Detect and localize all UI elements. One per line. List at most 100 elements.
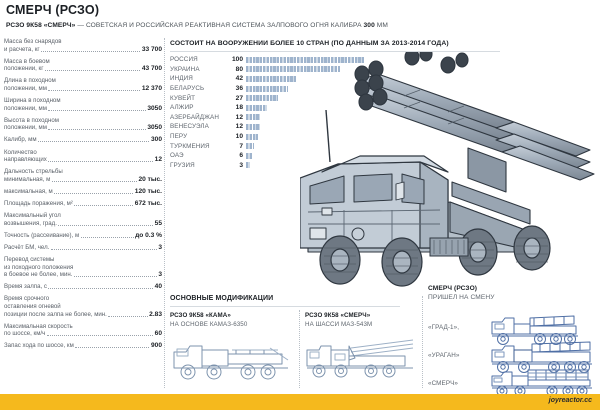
chart-country-label: ГРУЗИЯ <box>170 161 195 169</box>
divider-vertical-left <box>164 38 165 388</box>
chart-bar <box>246 104 268 111</box>
spec-row: Площадь поражения, м² 672 тыс. <box>4 200 162 208</box>
grad1-vehicle-lineart <box>490 312 586 351</box>
spec-value-row: Расчёт БМ, чел.3 <box>4 244 162 252</box>
spec-leader-dots <box>46 335 154 337</box>
spec-value: 672 тыс. <box>134 200 162 207</box>
spec-label-final: положении, мм <box>4 124 47 132</box>
spec-label-final: Калибр, мм <box>4 136 37 144</box>
chart-bar <box>246 152 254 159</box>
spec-label-line: Время срочного <box>4 295 50 303</box>
spec-label-final: направляющих <box>4 156 47 164</box>
chart-row: ПЕРУ 10 <box>170 132 370 142</box>
chart-bar <box>246 75 296 82</box>
subtitle-system-name: РСЗО 9К58 «СМЕРЧ» <box>6 22 76 29</box>
successor-item-uragan: «УРАГАН» <box>428 341 592 373</box>
spec-value: 2.83 <box>149 310 162 318</box>
modification-chassis: НА ОСНОВЕ КАМАЗ-6350 <box>170 320 248 328</box>
chart-bar <box>246 95 278 102</box>
successor-title: СМЕРЧ (РСЗО) <box>428 285 478 292</box>
modification-item-kama: РСЗО 9К58 «КАМА» НА ОСНОВЕ КАМАЗ-6350 <box>170 312 289 380</box>
chart-value-label: 36 <box>235 85 243 93</box>
chart-bar <box>246 56 364 63</box>
chart-bar <box>246 123 261 130</box>
spec-value-row: Калибр, мм 300 <box>4 136 162 144</box>
spec-label-final: и расчета, кг <box>4 45 40 53</box>
chart-country-label: БЕЛАРУСЬ <box>170 85 205 93</box>
spec-leader-dots <box>48 288 154 290</box>
spec-label-final: Запас хода по шоссе, км <box>4 342 74 350</box>
modification-chassis: НА ШАССИ МАЗ-543М <box>305 320 373 328</box>
spec-label-final: в боевое не более, мин. <box>4 271 73 279</box>
spec-label-final: Точность (рассеивание), м <box>4 231 80 239</box>
spec-label-final: Площадь поражения, м² <box>4 200 73 207</box>
modification-name: РСЗО 9К58 «КАМА» <box>170 312 231 319</box>
spec-leader-dots <box>38 141 150 143</box>
spec-label-final: положении, мм <box>4 104 47 112</box>
spec-leader-dots <box>74 205 134 206</box>
successor-subtitle: ПРИШЕЛ НА СМЕНУ <box>428 294 495 301</box>
chart-value-label: 10 <box>235 133 243 141</box>
spec-leader-dots <box>48 109 146 111</box>
spec-label-line: Масса без снарядов <box>4 38 62 45</box>
spec-leader-dots <box>73 276 157 278</box>
spec-label-line: Ширина в походном <box>4 97 61 105</box>
chart-country-label: АЛЖИР <box>170 104 194 112</box>
modification-item-smerch: РСЗО 9К58 «СМЕРЧ» НА ШАССИ МАЗ-543М <box>305 312 414 378</box>
spec-value-row: положении, мм 3050 <box>4 105 162 113</box>
spec-value: 300 <box>150 136 162 144</box>
spec-leader-dots <box>48 129 146 131</box>
spec-leader-dots <box>48 161 154 163</box>
spec-label-line: Длина в походном <box>4 77 56 85</box>
spec-label-line: Высота в походном <box>4 116 59 124</box>
chart-country-label: ПЕРУ <box>170 133 188 141</box>
spec-value-row: позиции после залпа не более, мин.2.83 <box>4 311 162 319</box>
subtitle-caliber-unit: ММ <box>374 22 388 29</box>
chart-value-label: 12 <box>235 123 243 131</box>
chart-bar <box>246 85 289 92</box>
spec-value: 55 <box>154 219 162 227</box>
spec-value: 3050 <box>147 104 162 112</box>
spec-leader-dots <box>44 70 141 72</box>
spec-label-line: Максимальный угол <box>4 212 61 220</box>
spec-label-final: положении, кг <box>4 65 44 73</box>
spec-label-line: Количество <box>4 148 37 156</box>
spec-value: 120 тыс. <box>134 187 162 195</box>
footer-bar: joyreactor.cc <box>0 394 600 410</box>
uragan-vehicle-lineart <box>490 340 600 379</box>
spec-leader-dots <box>108 315 148 317</box>
chart-country-label: АЗЕРБАЙДЖАН <box>170 113 219 121</box>
successor-label: «ГРАД-1», <box>428 324 460 331</box>
spec-label-final: по шоссе, км/ч <box>4 330 46 338</box>
spec-leader-dots <box>41 50 141 52</box>
modifications-title: ОСНОВНЫЕ МОДИФИКАЦИИ <box>170 295 274 302</box>
chart-row: БЕЛАРУСЬ 36 <box>170 84 370 94</box>
divider-vertical-right <box>422 296 423 388</box>
spec-label-final: Расчёт БМ, чел. <box>4 243 50 251</box>
successor-label: «УРАГАН» <box>428 352 460 359</box>
chart-country-label: КУВЕЙТ <box>170 94 196 102</box>
chart-value-label: 7 <box>239 142 243 150</box>
modification-name: РСЗО 9К58 «СМЕРЧ» <box>305 312 371 319</box>
spec-leader-dots <box>58 224 154 226</box>
kama-vehicle-lineart <box>170 338 295 387</box>
